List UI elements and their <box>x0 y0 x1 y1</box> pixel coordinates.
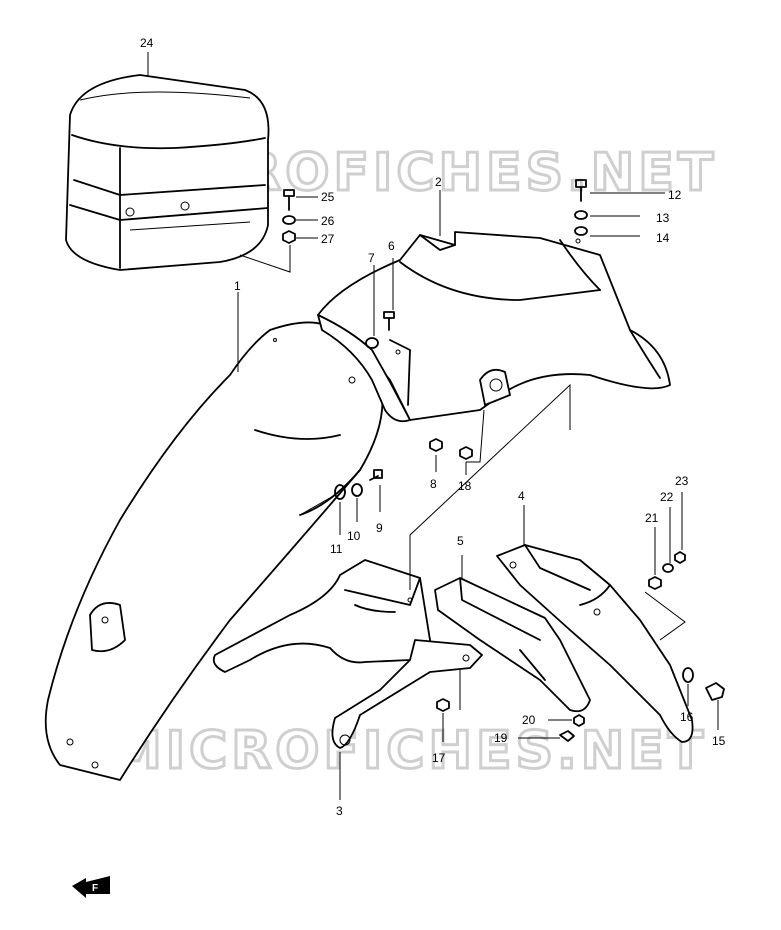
nut-20[interactable] <box>548 714 585 727</box>
washer-10[interactable] <box>351 483 363 522</box>
label-20: 20 <box>522 713 536 727</box>
label-1: 1 <box>234 279 241 293</box>
bolt-9[interactable] <box>369 469 383 512</box>
tool-box[interactable] <box>65 74 270 271</box>
nut-8[interactable] <box>429 438 443 472</box>
washer-13[interactable] <box>574 210 640 220</box>
label-22: 22 <box>660 490 674 504</box>
label-17: 17 <box>432 751 446 765</box>
bracket-4[interactable] <box>496 505 694 743</box>
bracket-5[interactable] <box>434 555 591 713</box>
label-27: 27 <box>321 232 335 246</box>
label-18: 18 <box>458 479 472 493</box>
label-10: 10 <box>347 529 361 543</box>
label-3: 3 <box>336 804 343 818</box>
washer-11[interactable] <box>334 484 346 535</box>
washer-22[interactable] <box>662 507 674 573</box>
label-4: 4 <box>518 489 525 503</box>
label-24: 24 <box>140 36 154 50</box>
label-14: 14 <box>656 231 670 245</box>
washer-14[interactable] <box>574 226 640 237</box>
front-direction-arrow-icon: F <box>72 876 110 898</box>
watermark-bottom: MICROFICHES.NET <box>110 721 707 781</box>
washer-16[interactable] <box>682 667 694 706</box>
label-6: 6 <box>388 239 395 253</box>
fender-bracket[interactable] <box>212 559 483 749</box>
label-7: 7 <box>368 251 375 265</box>
label-19: 19 <box>494 731 508 745</box>
bolt-19[interactable] <box>518 730 575 742</box>
nut-23[interactable] <box>674 492 686 564</box>
label-23: 23 <box>675 474 689 488</box>
label-26: 26 <box>321 214 335 228</box>
washer-7[interactable] <box>365 265 379 349</box>
bolt-12[interactable] <box>575 179 665 202</box>
nut-21[interactable] <box>648 527 662 590</box>
label-21: 21 <box>645 511 659 525</box>
label-25: 25 <box>321 190 335 204</box>
bolt-6[interactable] <box>383 258 395 331</box>
nut-18[interactable] <box>459 409 485 475</box>
label-8: 8 <box>430 477 437 491</box>
label-11: 11 <box>330 542 343 556</box>
bolt-25[interactable] <box>283 189 318 211</box>
label-16: 16 <box>680 710 694 724</box>
rear-fender-upper[interactable] <box>317 231 671 421</box>
fender-inner-flap[interactable] <box>317 314 411 423</box>
label-13: 13 <box>656 211 670 225</box>
label-9: 9 <box>376 521 383 535</box>
label-15: 15 <box>712 734 726 748</box>
nut-17[interactable] <box>436 670 461 742</box>
direction-badge-label: F <box>92 883 98 894</box>
nut-27[interactable] <box>282 230 318 244</box>
bolt-15[interactable] <box>705 682 725 730</box>
washer-26[interactable] <box>282 215 318 225</box>
label-5: 5 <box>457 534 464 548</box>
label-2: 2 <box>435 175 442 189</box>
label-12: 12 <box>668 188 682 202</box>
